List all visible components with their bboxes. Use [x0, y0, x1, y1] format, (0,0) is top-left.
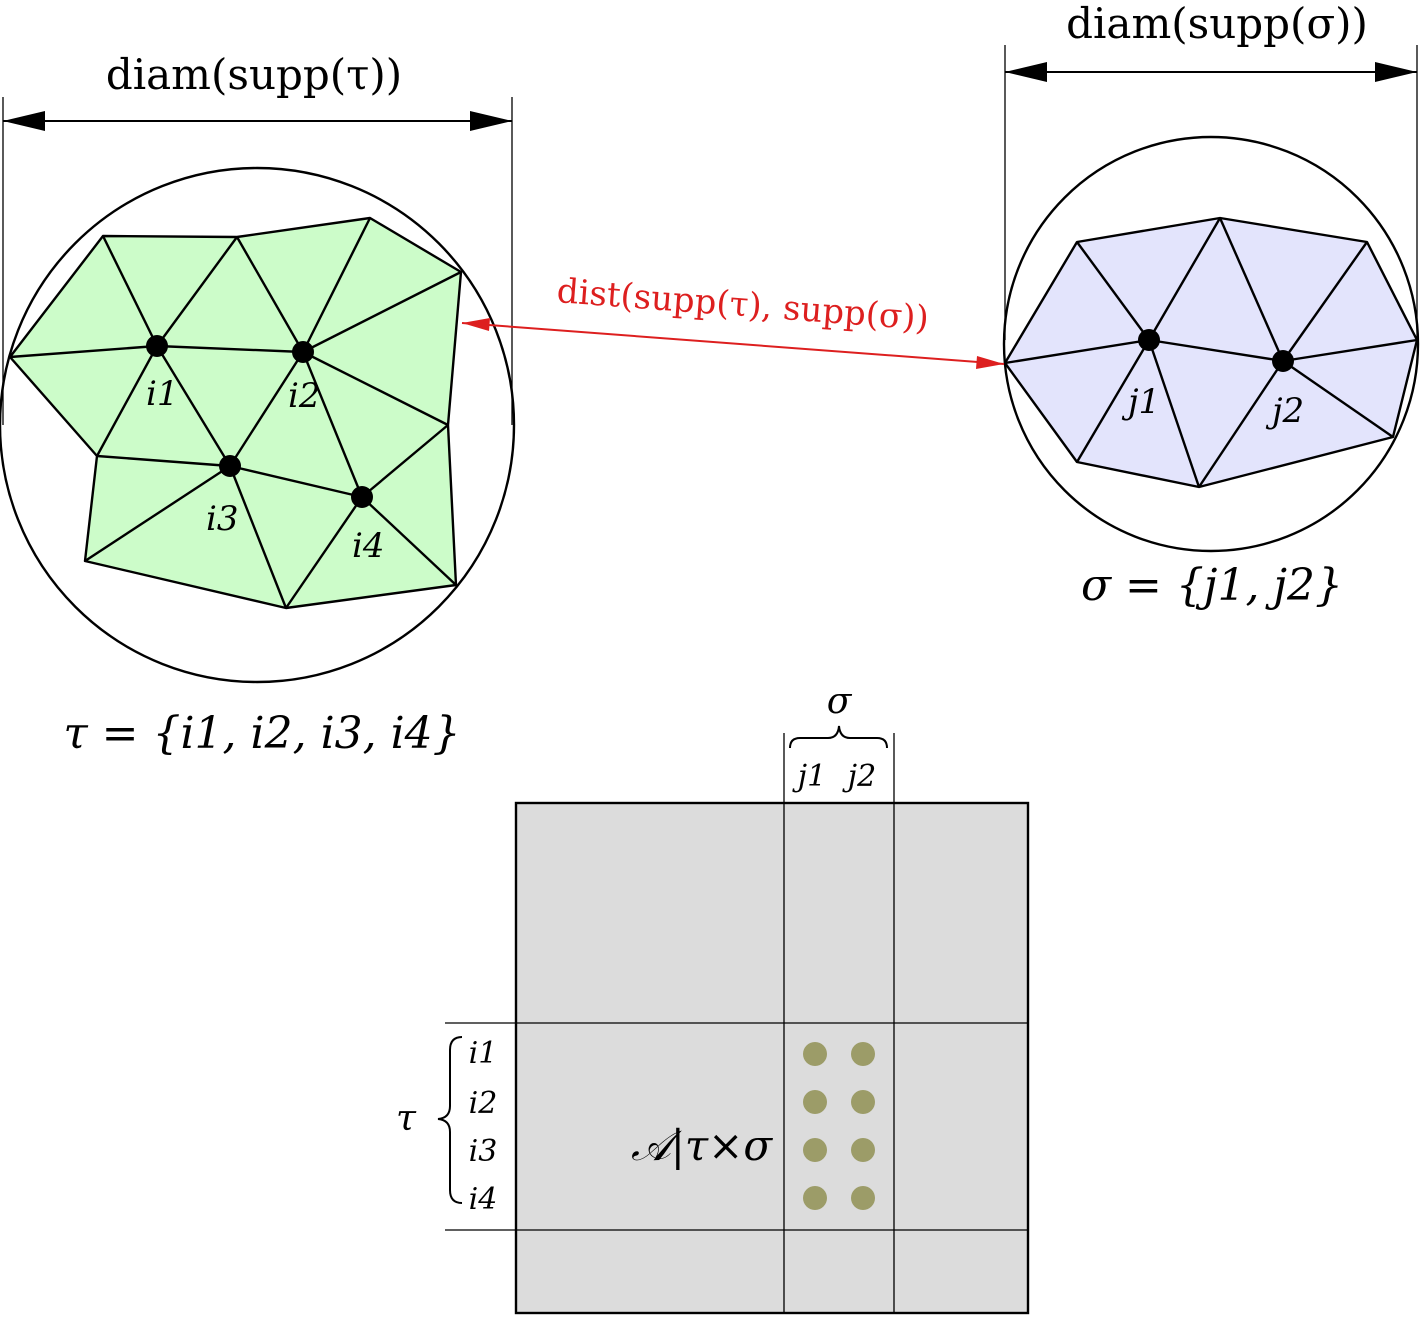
sigma-dimension-label: diam(supp(σ)): [1066, 0, 1368, 48]
sigma-arrow-left-head: [1005, 62, 1047, 82]
tau-arrow-left-head: [3, 111, 45, 131]
block-entry: [851, 1090, 875, 1114]
block-label: 𝒜|τ×σ: [631, 1121, 773, 1170]
sigma-bounding-circle: [1002, 135, 1420, 553]
tau-dimension-label: diam(supp(τ)): [106, 50, 402, 99]
row-label-i3: i3: [469, 1134, 498, 1169]
tau-node-label-i3: i3: [206, 499, 239, 539]
sigma-node-label-j1: j1: [1121, 382, 1160, 422]
tau-node-label-i1: i1: [146, 374, 179, 414]
sigma-set-label: σ = {j1, j2}: [1081, 560, 1343, 611]
tau-bounding-circle: [0, 166, 516, 684]
row-brace-label: τ: [396, 1098, 417, 1139]
row-label-i4: i4: [469, 1182, 498, 1217]
tau-node-i3: [219, 455, 241, 477]
tau-mesh-edges: [9, 217, 462, 609]
tau-node-i2: [292, 341, 314, 363]
row-label-i1: i1: [469, 1036, 498, 1071]
block-entry: [803, 1042, 827, 1066]
row-brace: [437, 1036, 463, 1204]
distance-arrow-left-head: [462, 318, 490, 331]
block-entry: [803, 1138, 827, 1162]
tau-set-label: τ = {i1, i2, i3, i4}: [63, 708, 460, 759]
sigma-mesh-edges: [1004, 217, 1418, 488]
block-entry: [851, 1138, 875, 1162]
distance-arrow: [461, 322, 1005, 365]
block-entry: [803, 1090, 827, 1114]
block-entry: [803, 1186, 827, 1210]
tau-arrow-right-head: [470, 111, 512, 131]
block-entry: [851, 1186, 875, 1210]
row-label-i2: i2: [469, 1086, 498, 1121]
matrix: σ j1 j2 τ i1 i2 i3 i4 𝒜|τ×σ: [396, 681, 1030, 1315]
tau-node-i1: [146, 335, 168, 357]
tau-mesh: diam(supp(τ)) i1: [0, 50, 516, 759]
sigma-node-j1: [1138, 329, 1160, 351]
sigma-node-j2: [1272, 350, 1294, 372]
sigma-node-label-j2: j2: [1265, 391, 1304, 431]
tau-node-i4: [351, 486, 373, 508]
column-brace: [789, 725, 888, 749]
tau-node-label-i4: i4: [352, 526, 385, 566]
matrix-block: [514, 801, 1030, 1315]
tau-mesh-outline: [8, 216, 463, 610]
sigma-mesh: diam(supp(σ)) j1 j2 σ = {j1, j2}: [1002, 0, 1420, 611]
column-brace-label: σ: [827, 681, 853, 722]
column-label-j1: j1: [792, 759, 826, 794]
column-label-j2: j2: [842, 759, 876, 794]
distance-indicator: dist(supp(τ), supp(σ)): [461, 271, 1005, 369]
distance-label: dist(supp(τ), supp(σ)): [555, 271, 930, 339]
tau-node-label-i2: i2: [288, 376, 321, 416]
distance-arrow-right-head: [976, 356, 1004, 369]
sigma-arrow-right-head: [1375, 62, 1417, 82]
block-entry: [851, 1042, 875, 1066]
block-entries: [803, 1042, 875, 1210]
